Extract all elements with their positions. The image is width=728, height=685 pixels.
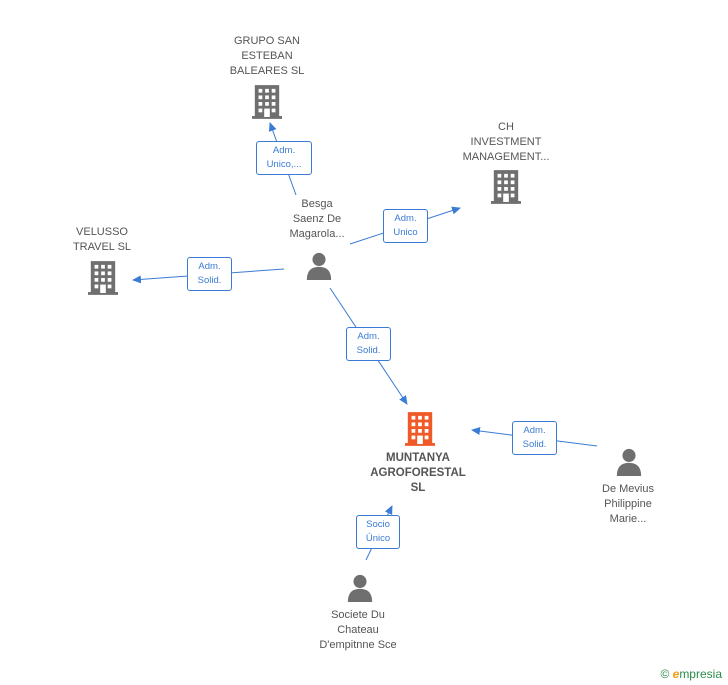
edge-label-adm-solid: Adm. Solid. — [346, 327, 391, 361]
node-label-de-mevius[interactable]: De Mevius Philippine Marie... — [602, 483, 654, 525]
node-label-muntanya[interactable]: MUNTANYA AGROFORESTAL SL — [370, 452, 466, 494]
person-icon[interactable] — [616, 448, 642, 476]
brand-logo-initial: e — [672, 667, 680, 681]
person-icon[interactable] — [347, 574, 373, 602]
brand-footer: © empresia — [660, 667, 722, 681]
node-label-societe-du-chateau[interactable]: Societe Du Chateau D'empitnne Sce — [319, 609, 397, 651]
edge-label-adm-unico: Adm. Unico — [383, 209, 428, 243]
edge-label-adm-solid: Adm. Solid. — [187, 257, 232, 291]
building-icon[interactable] — [405, 412, 435, 446]
node-label-ch-investment[interactable]: CH INVESTMENT MANAGEMENT... — [462, 121, 550, 163]
copyright-icon: © — [660, 667, 670, 681]
node-label-grupo-san-esteban[interactable]: GRUPO SAN ESTEBAN BALEARES SL — [229, 35, 305, 77]
edge-label-adm-unico: Adm. Unico,... — [256, 141, 312, 175]
edge-label-adm-solid: Adm. Solid. — [512, 421, 557, 455]
brand-logo-text: mpresia — [679, 667, 722, 681]
node-label-velusso-travel[interactable]: VELUSSO TRAVEL SL — [72, 226, 132, 253]
node-label-besga[interactable]: Besga Saenz De Magarola... — [289, 198, 345, 240]
person-icon[interactable] — [306, 252, 332, 280]
building-icon[interactable] — [252, 85, 282, 119]
building-icon[interactable] — [491, 170, 521, 204]
edge-label-socio-unico: Socio Único — [356, 515, 400, 549]
building-icon[interactable] — [88, 261, 118, 295]
